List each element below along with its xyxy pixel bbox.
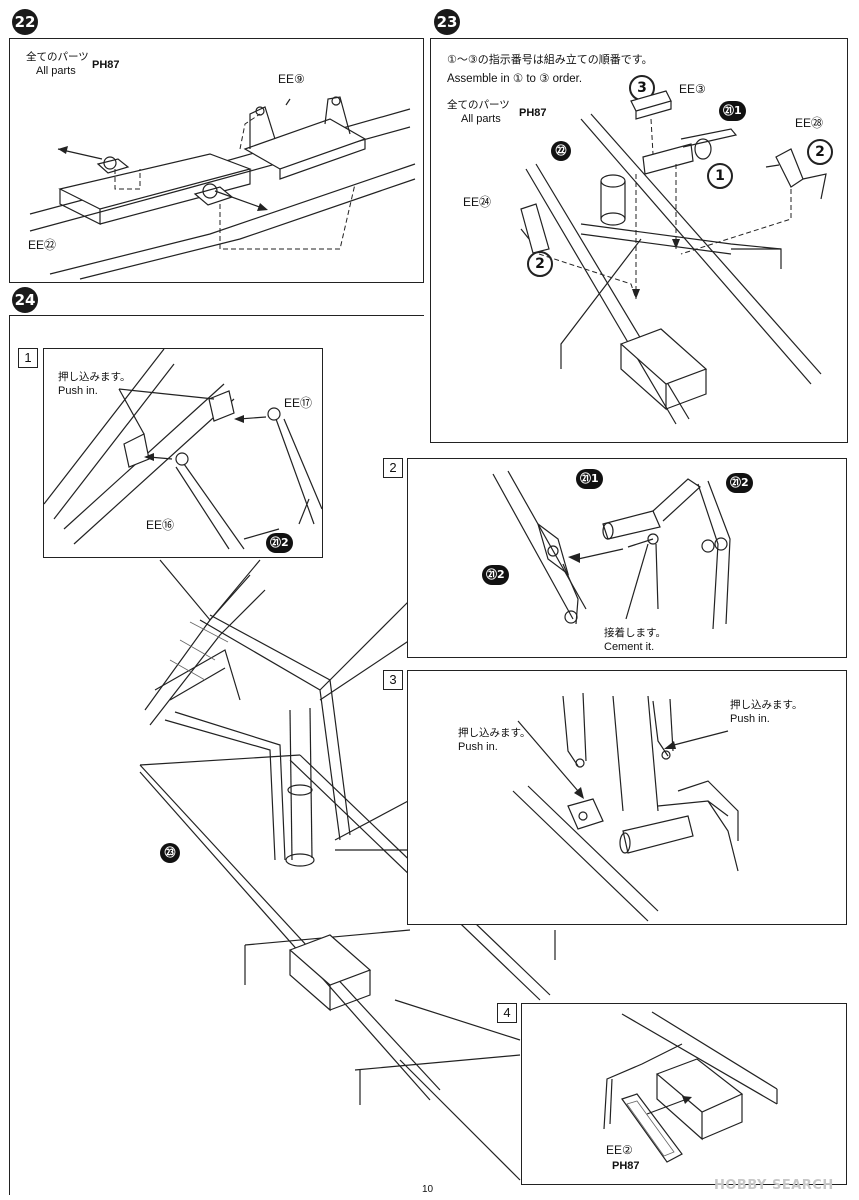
- part-23-badge: ㉓: [160, 843, 180, 863]
- sub3-illustration: [512, 692, 739, 922]
- step-23-parts-ref: PH87: [519, 107, 547, 119]
- sub1-label-21-2: ㉑2: [266, 531, 293, 553]
- sub3-push-jp-left: 押し込みます。: [458, 727, 531, 739]
- sub-step-3-box: 3: [383, 670, 403, 690]
- step-23-order-2-left: 2: [527, 251, 553, 277]
- sub2-cement-en: Cement it.: [604, 641, 655, 653]
- step-23-label-ee3: EE③: [679, 82, 706, 96]
- step-23-order-jp: ①～③の指示番号は組み立ての順番です。: [447, 53, 653, 66]
- order-2-badge-left: 2: [527, 251, 553, 277]
- order-1-badge: 1: [707, 163, 733, 189]
- step-22-panel: 全てのパーツ All parts PH87 EE⑨ EE㉒: [9, 38, 424, 283]
- sub-step-2-box: 2: [383, 458, 403, 478]
- sub4-label-ee2: EE②: [606, 1143, 633, 1157]
- step-22-badge: 22: [12, 9, 38, 35]
- sub-step-3-panel: 押し込みます。 Push in. 押し込みます。 Push in.: [407, 670, 847, 925]
- order-2-badge: 2: [807, 139, 833, 165]
- sub3-push-jp-right: 押し込みます。: [730, 699, 803, 711]
- step-23-all-parts-jp: 全てのパーツ: [447, 99, 510, 111]
- step-24-label-23: ㉓: [160, 841, 180, 863]
- part-21-1-badge-sub2: ㉑1: [576, 469, 603, 489]
- step-24-number: 24: [14, 291, 36, 309]
- sub4-illustration: [603, 1011, 778, 1163]
- part-22-badge: ㉒: [551, 141, 571, 161]
- part-21-2-badge-right: ㉑2: [726, 473, 753, 493]
- watermark-logo: HOBBY SEARCH: [714, 1178, 834, 1193]
- sub-step-4-box: 4: [497, 1003, 517, 1023]
- step-24-badge: 24: [12, 287, 38, 313]
- sub3-push-en-right: Push in.: [730, 713, 770, 725]
- sub-step-3-number: 3: [389, 672, 397, 687]
- part-21-2-badge-left: ㉑2: [482, 565, 509, 585]
- step-23-order-1: 1: [707, 163, 733, 189]
- sub4-parts-ref: PH87: [612, 1160, 640, 1172]
- part-21-2-badge: ㉑2: [266, 533, 293, 553]
- step-23-all-parts-en: All parts: [461, 113, 501, 125]
- step-23-badge: 23: [434, 9, 460, 35]
- sub-step-2-panel: ㉑1 ㉑2 ㉑2 接着します。 Cement it.: [407, 458, 847, 658]
- page-number: 10: [422, 1184, 434, 1195]
- step-22-label-ee22: EE㉒: [28, 238, 57, 252]
- sub-step-2-number: 2: [389, 460, 397, 475]
- step-23-number: 23: [436, 13, 458, 31]
- step-23-order-en: Assemble in ① to ③ order.: [447, 73, 583, 85]
- sub1-illustration: [43, 348, 323, 550]
- step-23-label-22: ㉒: [551, 139, 571, 161]
- sub-step-4-number: 4: [503, 1005, 511, 1020]
- step-22-all-parts-en: All parts: [36, 65, 76, 77]
- step-22-number: 22: [14, 13, 36, 31]
- sub3-push-en-left: Push in.: [458, 741, 498, 753]
- sub2-illustration: [492, 470, 731, 630]
- sub2-label-21-2b: ㉑2: [482, 563, 509, 585]
- sub2-label-21-2a: ㉑2: [726, 471, 753, 493]
- step-22-illustration: [29, 96, 416, 280]
- sub-step-1-panel: 押し込みます。 Push in. EE⑰ EE⑯ ㉑2: [43, 348, 323, 558]
- sub-step-1-number: 1: [24, 350, 32, 365]
- step-22-parts-ref: PH87: [92, 59, 120, 71]
- sub1-label-ee17: EE⑰: [284, 396, 313, 410]
- step-22-label-ee9: EE⑨: [278, 72, 305, 86]
- part-21-1-badge: ㉑1: [719, 101, 746, 121]
- sub1-push-jp: 押し込みます。: [58, 371, 131, 383]
- step-23-label-ee24: EE㉔: [463, 195, 492, 209]
- sub1-label-ee16: EE⑯: [146, 518, 175, 532]
- step-23-illustration: [520, 90, 827, 425]
- step-22-all-parts-jp: 全てのパーツ: [26, 51, 89, 63]
- step-23-label-ee28: EE㉘: [795, 116, 824, 130]
- sub2-label-21-1: ㉑1: [576, 467, 603, 489]
- step-23-order-2-right: 2: [807, 139, 833, 165]
- step-23-panel: ①～③の指示番号は組み立ての順番です。 Assemble in ① to ③ o…: [430, 38, 848, 443]
- sub2-cement-jp: 接着します。: [604, 627, 666, 639]
- step-23-label-21-1: ㉑1: [719, 99, 746, 121]
- sub-step-4-panel: EE② PH87: [521, 1003, 847, 1185]
- sub-step-1-box: 1: [18, 348, 38, 368]
- sub1-push-en: Push in.: [58, 385, 98, 397]
